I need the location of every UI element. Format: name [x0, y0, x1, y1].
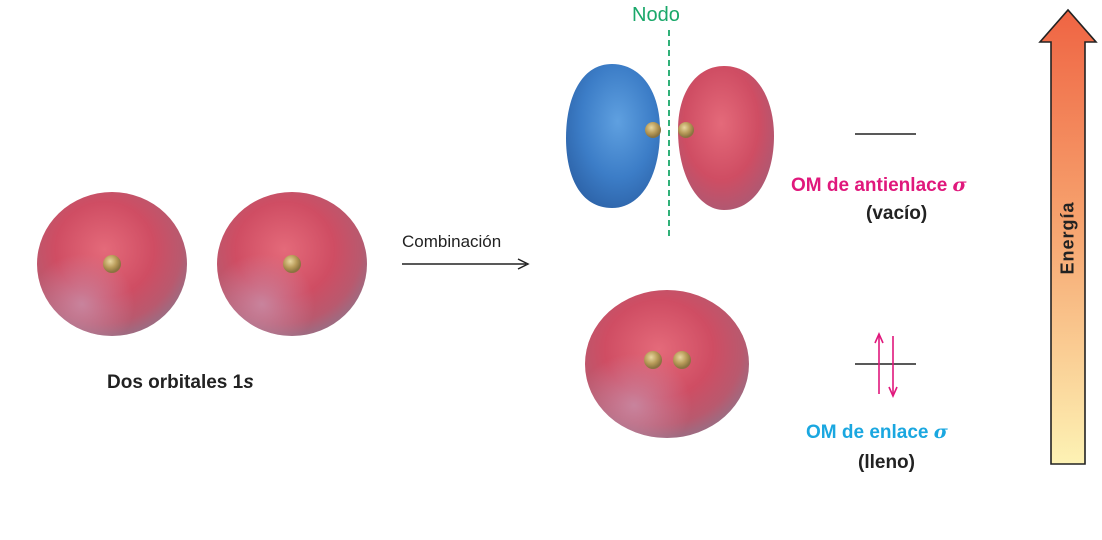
atom-orbital-left [37, 192, 187, 336]
two-orbitals-suffix: s [243, 372, 254, 393]
energy-arrow-icon [1038, 8, 1098, 465]
right-arrow-icon [402, 258, 530, 270]
antibonding-prefix: OM de antienlace [791, 175, 953, 196]
antibonding-lobe-red [678, 66, 774, 210]
bonding-orbital [585, 290, 749, 438]
energy-text: Energía [1057, 201, 1078, 275]
combination-label: Combinación [402, 232, 501, 252]
bonding-prefix: OM de enlace [806, 422, 934, 443]
atom-orbital-right [217, 192, 367, 336]
bonding-state: (lleno) [858, 452, 915, 474]
antibonding-state-text: (vacío) [866, 203, 928, 224]
nucleus-right [283, 255, 301, 273]
two-orbitals-label: Dos orbitales 1s [107, 372, 254, 394]
nucleus-left [103, 255, 121, 273]
bonding-sigma: σ [933, 421, 948, 443]
antibonding-lobe-blue [566, 64, 660, 208]
nucleus-bonding-left [644, 351, 662, 369]
antibonding-sigma: σ [952, 174, 967, 196]
bonding-label: OM de enlace σ [806, 421, 948, 444]
bonding-state-text: (lleno) [858, 452, 915, 473]
combination-text: Combinación [402, 232, 502, 251]
bonding-level-group [855, 332, 916, 398]
nucleus-bonding-right [673, 351, 691, 369]
energy-label: Energía [1058, 201, 1079, 274]
nucleus-antibonding-right [678, 122, 694, 138]
antibonding-orbital [566, 64, 774, 210]
node-label: Nodo [632, 4, 680, 27]
up-down-arrows-icon [874, 332, 898, 398]
node-text: Nodo [632, 4, 680, 26]
nucleus-antibonding-left [645, 122, 661, 138]
antibonding-label: OM de antienlace σ [791, 174, 967, 197]
two-orbitals-prefix: Dos orbitales 1 [107, 372, 244, 393]
antibonding-state: (vacío) [866, 203, 927, 225]
